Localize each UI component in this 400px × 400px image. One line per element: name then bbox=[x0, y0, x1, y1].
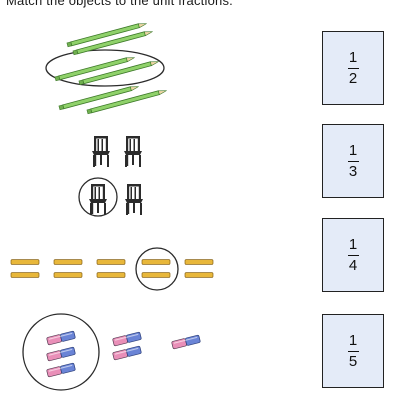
numerator: 1 bbox=[348, 331, 358, 349]
pencil bbox=[58, 84, 140, 111]
numerator: 1 bbox=[348, 235, 358, 253]
numerator: 1 bbox=[348, 141, 358, 159]
chair bbox=[124, 136, 142, 167]
instruction-text: Match the objects to the unit fractions. bbox=[6, 0, 233, 8]
fraction-card-fifth[interactable]: 1 5 bbox=[322, 314, 384, 388]
chairs-group bbox=[78, 136, 143, 217]
fraction-card-third[interactable]: 1 3 bbox=[322, 124, 384, 198]
chair bbox=[125, 184, 143, 215]
pencils-group bbox=[45, 21, 168, 115]
chair bbox=[92, 136, 110, 167]
pencil bbox=[86, 88, 168, 115]
fraction-card-quarter[interactable]: 1 4 bbox=[322, 218, 384, 292]
stick bbox=[53, 259, 83, 265]
objects-illustration bbox=[10, 21, 214, 391]
fraction: 1 2 bbox=[347, 48, 359, 88]
erasers-circle bbox=[22, 313, 100, 391]
eraser-circled bbox=[45, 330, 77, 346]
eraser bbox=[111, 345, 143, 361]
stick-circled bbox=[141, 259, 171, 265]
sticks-group bbox=[10, 247, 214, 291]
fraction-card-half[interactable]: 1 2 bbox=[322, 31, 384, 105]
denominator: 5 bbox=[348, 353, 358, 371]
stick bbox=[96, 272, 126, 278]
stick bbox=[184, 259, 214, 265]
fraction: 1 3 bbox=[347, 141, 359, 181]
chair-circled bbox=[89, 184, 107, 215]
eraser bbox=[170, 334, 202, 350]
eraser bbox=[111, 331, 143, 347]
pencils-circle bbox=[45, 49, 165, 87]
chairs-circle bbox=[78, 177, 118, 217]
fraction-bar bbox=[347, 160, 359, 163]
erasers-group bbox=[22, 313, 202, 391]
stick bbox=[53, 272, 83, 278]
stick bbox=[10, 272, 40, 278]
fraction-bar bbox=[347, 67, 359, 70]
denominator: 4 bbox=[348, 257, 358, 275]
denominator: 2 bbox=[348, 70, 358, 88]
eraser-circled bbox=[45, 362, 77, 378]
denominator: 3 bbox=[348, 163, 358, 181]
eraser-circled bbox=[45, 346, 77, 362]
sticks-circle bbox=[135, 247, 179, 291]
numerator: 1 bbox=[348, 48, 358, 66]
fraction-bar bbox=[347, 350, 359, 353]
stick-circled bbox=[141, 272, 171, 278]
fraction: 1 4 bbox=[347, 235, 359, 275]
fraction-bar bbox=[347, 254, 359, 257]
stick bbox=[184, 272, 214, 278]
stick bbox=[96, 259, 126, 265]
fraction: 1 5 bbox=[347, 331, 359, 371]
stick bbox=[10, 259, 40, 265]
